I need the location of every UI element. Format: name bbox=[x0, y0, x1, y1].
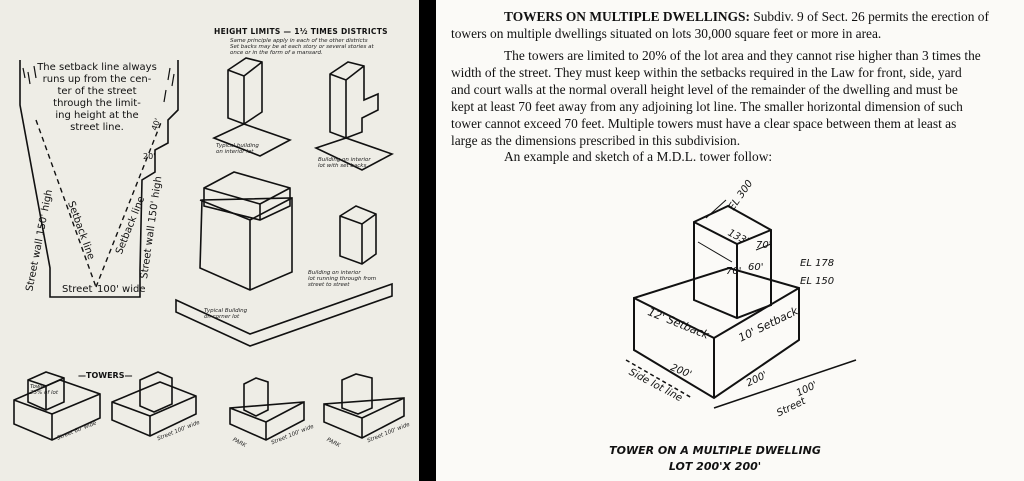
body-line: large as the dimensions prescribed in th… bbox=[451, 133, 741, 148]
tower-tag-line: Tower bbox=[30, 384, 47, 390]
setback-note-line: ing height at the bbox=[55, 110, 139, 121]
street-label: Street bbox=[62, 284, 93, 295]
setback-note-line: through the limit- bbox=[53, 98, 141, 109]
body-line: The towers are limited to 20% of the lot… bbox=[504, 48, 981, 63]
body-line: An example and sketch of a M.D.L. tower … bbox=[504, 149, 773, 164]
left-page: The setback line always runs up from the… bbox=[0, 0, 419, 481]
height-limits-subtitle-line: once or in the form of a mansard. bbox=[230, 50, 323, 57]
building-through-label-line: street to street bbox=[308, 282, 350, 289]
setback-note-line: runs up from the cen- bbox=[42, 74, 152, 85]
setback-note-line: The setback line always bbox=[37, 62, 157, 73]
right-page: TOWERS ON MULTIPLE DWELLINGS: Subdiv. 9 … bbox=[436, 0, 1024, 481]
setback-note-line: street line. bbox=[70, 122, 124, 133]
building-interior-label-line: lot with set backs bbox=[318, 163, 367, 170]
body-line: kept at least 70 feet away from any adjo… bbox=[451, 99, 963, 114]
zoning-drawings bbox=[13, 57, 405, 441]
height-limits-subtitle: Same principle apply in each of the othe… bbox=[230, 38, 374, 56]
building-through-label-line: Building on interior bbox=[308, 270, 361, 276]
setback-note-line: ter of the street bbox=[57, 86, 137, 97]
el-178-label: EL 178 bbox=[800, 258, 835, 269]
setback-note: The setback line always runs up from the… bbox=[32, 62, 162, 134]
tower-sketch bbox=[625, 199, 857, 409]
body-line: towers on multiple dwellings situated on… bbox=[451, 26, 882, 41]
typical-corner-label-line: on corner lot bbox=[204, 314, 240, 321]
dim-60-label: 60' bbox=[748, 262, 764, 273]
building-through-label-line: lot running through from bbox=[308, 276, 377, 283]
typical-corner-label-line: Typical Building bbox=[204, 308, 248, 314]
dim-70-label: 70' bbox=[726, 266, 742, 277]
street-width-label: 100' wide bbox=[97, 284, 146, 295]
typical-corner-label: Typical Building on corner lot bbox=[204, 308, 247, 320]
building-through-label: Building on interior lot running through… bbox=[308, 270, 376, 288]
dim-20-label: 20' bbox=[143, 152, 156, 161]
tower-tag-line: 25% of lot bbox=[30, 390, 59, 397]
body-line: width of the street. They must keep with… bbox=[451, 65, 962, 80]
section-heading: TOWERS ON MULTIPLE DWELLINGS: bbox=[504, 9, 750, 24]
tower-tag: Tower 25% of lot bbox=[30, 384, 58, 396]
el-150-label: EL 150 bbox=[800, 276, 835, 287]
building-interior-label-line: Building on interior bbox=[318, 157, 371, 163]
towers-heading: —TOWERS— bbox=[78, 371, 133, 380]
height-limits-subtitle-line: Set backs may be at each story or severa… bbox=[230, 44, 374, 51]
sketch-caption-title: TOWER ON A MULTIPLE DWELLING bbox=[609, 444, 821, 457]
height-limits-subtitle-line: Same principle apply in each of the othe… bbox=[230, 38, 368, 44]
body-line: and court walls at the normal overall he… bbox=[451, 82, 958, 97]
dim-70-label: 70' bbox=[756, 240, 772, 251]
height-limits-title: HEIGHT LIMITS — 1½ TIMES DISTRICTS bbox=[214, 27, 388, 36]
heading-rest: Subdiv. 9 of Sect. 26 permits the erecti… bbox=[749, 9, 989, 24]
typical-interior-label: Typical building on interior lot bbox=[216, 143, 259, 155]
building-interior-label: Building on interior lot with set backs bbox=[318, 157, 371, 169]
heading-line: TOWERS ON MULTIPLE DWELLINGS: Subdiv. 9 … bbox=[504, 8, 1024, 26]
body-line: tower cannot exceed 70 feet. Multiple to… bbox=[451, 116, 957, 131]
sketch-caption-lot: LOT 200'X 200' bbox=[668, 460, 762, 473]
typical-interior-label-line: on interior lot bbox=[216, 149, 254, 156]
typical-interior-label-line: Typical building bbox=[216, 143, 259, 149]
